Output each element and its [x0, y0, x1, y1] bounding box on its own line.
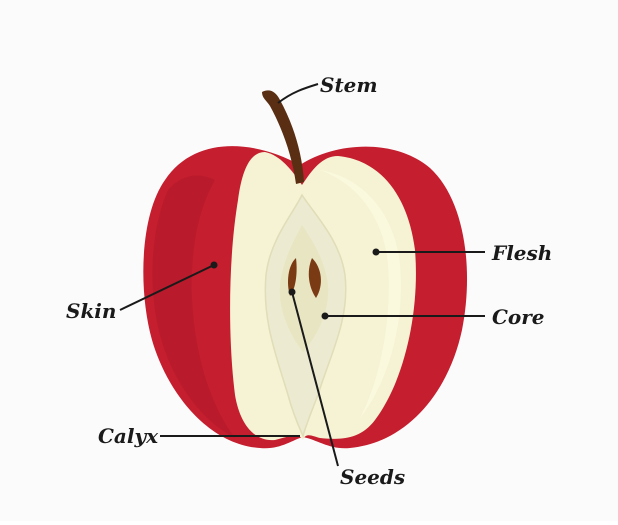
- core-inner: [279, 225, 329, 352]
- apple-stem: [262, 90, 304, 184]
- label-calyx: Calyx: [98, 424, 159, 448]
- core-dot: [321, 312, 329, 320]
- label-seeds: Seeds: [340, 465, 405, 489]
- skin-leader: [119, 264, 215, 311]
- label-flesh: Flesh: [491, 241, 552, 265]
- seed-right: [308, 258, 321, 298]
- label-stem: Stem: [320, 73, 378, 97]
- label-core: Core: [492, 305, 545, 329]
- seed-left: [288, 258, 297, 296]
- seeds-dot: [288, 288, 296, 296]
- label-skin: Skin: [66, 299, 116, 323]
- seeds-leader: [291, 291, 339, 467]
- apple-seeds: [288, 258, 321, 298]
- skin-shadow: [152, 175, 235, 438]
- leader-lines: [119, 83, 485, 467]
- apple-core: [264, 193, 347, 439]
- leader-dots: [210, 248, 380, 320]
- skin-dot: [210, 261, 218, 269]
- flesh-dot: [372, 248, 380, 256]
- stem-leader: [277, 83, 319, 104]
